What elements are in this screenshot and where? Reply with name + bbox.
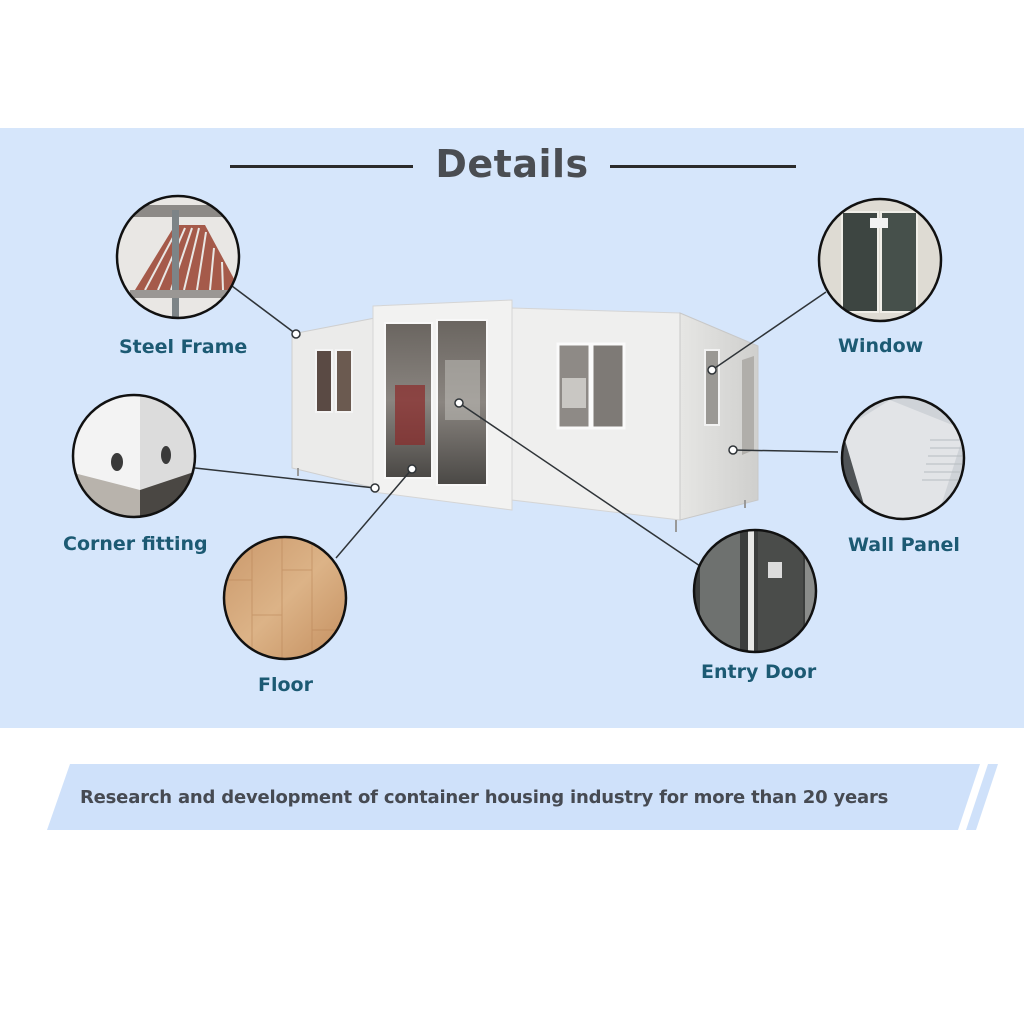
- callout-label-corner-fitting: Corner fitting: [63, 533, 208, 555]
- section-header: Details: [0, 140, 1024, 196]
- entry-door-icon: [692, 528, 818, 654]
- floor-icon: [222, 535, 348, 661]
- callout-label-steel-frame: Steel Frame: [119, 336, 248, 358]
- callout-label-wall-panel: Wall Panel: [848, 534, 960, 556]
- callout-label-window: Window: [838, 335, 924, 357]
- callout-label-entry-door: Entry Door: [701, 661, 817, 683]
- page-title: Details: [435, 142, 589, 186]
- title-divider-left: [230, 165, 413, 168]
- tagline-banner: [47, 764, 998, 830]
- tagline-text: Research and development of container ho…: [80, 787, 889, 808]
- house-photo: [291, 299, 759, 532]
- leader-lines: [194, 285, 839, 567]
- title-divider-right: [610, 165, 796, 168]
- steel-frame-icon: [115, 194, 241, 320]
- window-icon: [817, 197, 943, 323]
- anchor-dots: [291, 329, 738, 493]
- corner-fitting-icon: [71, 393, 197, 519]
- callout-label-floor: Floor: [258, 674, 313, 696]
- wall-panel-icon: [840, 395, 966, 521]
